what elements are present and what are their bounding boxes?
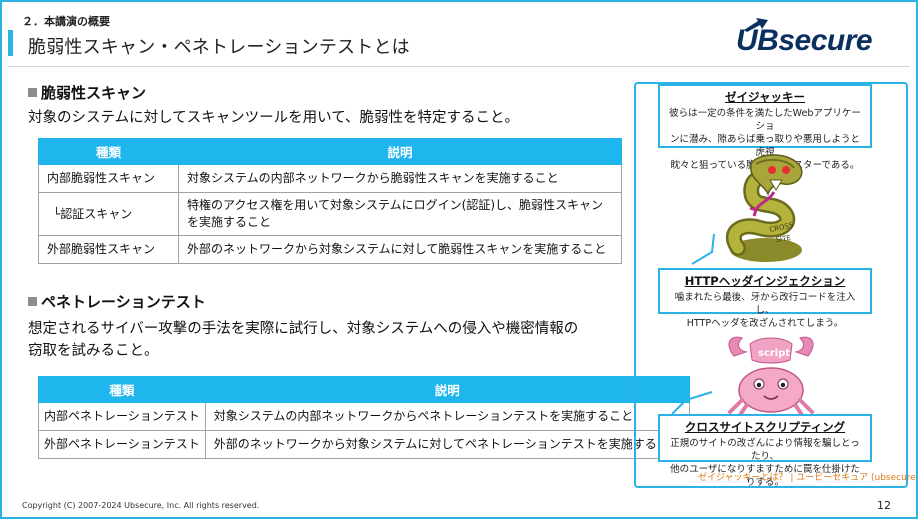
section-number: ２．本講演の概要 xyxy=(22,15,110,28)
credit-link[interactable]: ゼイジャッキーとは？ | ユービーセキュア (ubsecure.jp) xyxy=(698,473,918,483)
callout-body-line: 彼らは一定の条件を満たしたWebアプリケーショ xyxy=(669,108,861,132)
callout-title: クロスサイトスクリプティング xyxy=(684,420,846,434)
column-header-type: 種類 xyxy=(38,376,206,403)
logo-arrow-icon xyxy=(744,18,768,32)
snake-text: SITE xyxy=(775,234,791,244)
snake-monster-image: CROSS SITE xyxy=(725,154,803,262)
callout-title: HTTPヘッダインジェクション xyxy=(684,274,846,288)
callout-http-header-injection: HTTPヘッダインジェクション 噛まれたら最後、牙から改行コードを注入し、 HT… xyxy=(658,268,872,329)
table-cell-description: 特権のアクセス権を用いて対象システムにログイン(認証)し、脆弱性スキャンを実施す… xyxy=(178,192,622,236)
column-header-description: 説明 xyxy=(204,376,690,403)
table-row: 外部ペネトレーションテスト 外部のネットワークから対象システムに対してペネトレー… xyxy=(38,430,690,459)
callout-body: 噛まれたら最後、牙から改行コードを注入し、 HTTPヘッダを改ざんされてしまう。 xyxy=(660,289,870,334)
scan-table: 種類 説明 内部脆弱性スキャン 対象システムの内部ネットワークから脆弱性スキャン… xyxy=(38,138,622,264)
crab-label: script xyxy=(758,348,790,359)
callout-body-line: ンに潜み、隙あらば乗っ取りや悪用しようと虎視 xyxy=(669,134,860,158)
callout-body-line: 他のユーザになりすますために罠を仕掛けたりする。 xyxy=(670,464,860,488)
table-row: └認証スキャン 特権のアクセス権を用いて対象システムにログイン(認証)し、脆弱性… xyxy=(38,192,622,236)
table-row: 内部ペネトレーションテスト 対象システムの内部ネットワークからペネトレーションテ… xyxy=(38,402,690,431)
pentest-table: 種類 説明 内部ペネトレーションテスト 対象システムの内部ネットワークからペネト… xyxy=(38,376,690,459)
callout-body-line: HTTPヘッダを改ざんされてしまう。 xyxy=(686,318,844,329)
table-cell-type: 内部脆弱性スキャン xyxy=(38,164,179,193)
table-header-row: 種類 説明 xyxy=(38,376,690,403)
callout-cross-site-scripting: クロスサイトスクリプティング 正規のサイトの改ざんにより情報を騙しとったり、 他… xyxy=(658,414,872,488)
column-header-description: 説明 xyxy=(178,138,622,165)
table-row: 内部脆弱性スキャン 対象システムの内部ネットワークから脆弱性スキャンを実施するこ… xyxy=(38,164,622,193)
monster-panel xyxy=(634,82,908,488)
page-number: 12 xyxy=(877,499,891,512)
column-header-type: 種類 xyxy=(38,138,179,165)
table-cell-type: 外部ペネトレーションテスト xyxy=(38,430,206,459)
callout-zeijacky: ゼイジャッキー 彼らは一定の条件を満たしたWebアプリケーショ ンに潜み、隙あら… xyxy=(658,84,872,171)
callout-pointer-line xyxy=(671,391,713,415)
callout-title: ゼイジャッキー xyxy=(725,90,805,104)
table-header-row: 種類 説明 xyxy=(38,138,622,165)
scan-description: 対象のシステムに対してスキャンツールを用いて、脆弱性を特定すること。 xyxy=(28,110,519,126)
pentest-description-line: 窃取を試みること。 xyxy=(28,343,159,359)
pentest-heading-text: ペネトレーションテスト xyxy=(41,293,206,311)
table-row: 外部脆弱性スキャン 外部のネットワークから対象システムに対して脆弱性スキャンを実… xyxy=(38,235,622,264)
header-divider xyxy=(8,66,910,67)
square-bullet-icon xyxy=(28,297,37,306)
company-logo: UBsecure xyxy=(736,18,896,58)
callout-body-line: 正規のサイトの改ざんにより情報を騙しとったり、 xyxy=(670,438,860,462)
table-cell-type: 内部ペネトレーションテスト xyxy=(38,402,206,431)
callout-body-line: 噛まれたら最後、牙から改行コードを注入し、 xyxy=(674,292,856,316)
table-cell-type: 外部脆弱性スキャン xyxy=(38,235,179,264)
scan-heading-text: 脆弱性スキャン xyxy=(41,84,147,102)
table-cell-description: 外部のネットワークから対象システムに対してペネトレーションテストを実施すること xyxy=(204,430,690,459)
title-accent-bar xyxy=(8,30,13,56)
pentest-description: 想定されるサイバー攻撃の手法を実際に試行し、対象システムへの侵入や機密情報の 窃… xyxy=(28,318,578,362)
logo-wordmark: UBsecure xyxy=(736,24,873,57)
scan-heading: 脆弱性スキャン xyxy=(28,82,146,103)
pentest-heading: ペネトレーションテスト xyxy=(28,291,206,312)
table-cell-description: 外部のネットワークから対象システムに対して脆弱性スキャンを実施すること xyxy=(178,235,622,264)
page-title: 脆弱性スキャン・ペネトレーションテストとは xyxy=(28,37,410,58)
square-bullet-icon xyxy=(28,88,37,97)
callout-body: 正規のサイトの改ざんにより情報を騙しとったり、 他のユーザになりすますために罠を… xyxy=(660,435,870,493)
pentest-description-line: 想定されるサイバー攻撃の手法を実際に試行し、対象システムへの侵入や機密情報の xyxy=(28,321,579,337)
table-cell-type: └認証スキャン xyxy=(38,192,179,236)
crab-monster-image: script xyxy=(728,336,814,420)
table-cell-description: 対象システムの内部ネットワークから脆弱性スキャンを実施すること xyxy=(178,164,622,193)
copyright-notice: Copyright (C) 2007-2024 Ubsecure, Inc. A… xyxy=(22,501,260,510)
table-cell-description: 対象システムの内部ネットワークからペネトレーションテストを実施すること xyxy=(204,402,690,431)
callout-pointer-line xyxy=(691,233,715,265)
